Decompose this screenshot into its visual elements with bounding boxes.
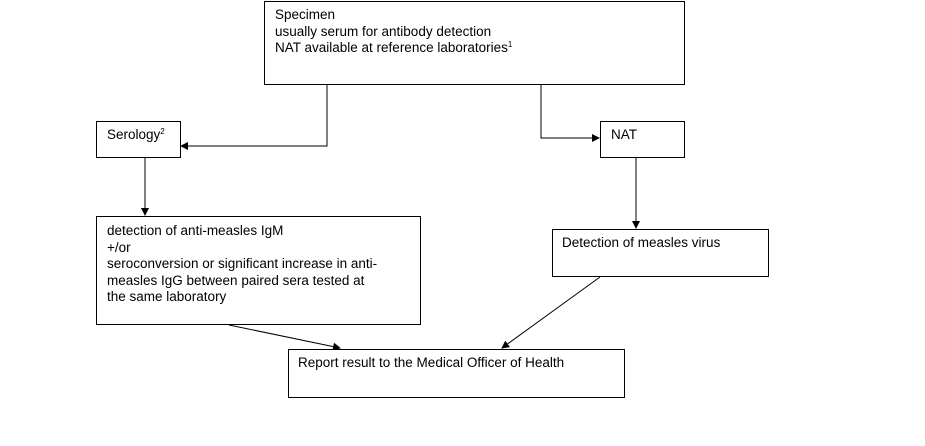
igm-line-5: the same laboratory [107,289,227,304]
arrow-igm-to-report [228,324,341,351]
specimen-line-serum: usually serum for antibody detection [275,23,492,39]
igm-detection-box: detection of anti-measles IgM +/or seroc… [96,216,421,325]
nat-box: NAT [600,121,685,158]
measles-virus-box: Detection of measles virus [552,229,769,277]
igm-line-4: measles IgG between paired sera tested a… [107,272,365,288]
report-box: Report result to the Medical Officer of … [288,349,625,398]
arrow-virus-to-report [501,276,601,349]
arrow-specimen-to-nat [540,85,600,142]
specimen-box: Specimen usually serum for antibody dete… [264,1,685,85]
serology-label-line: Serology2 [107,127,180,144]
arrow-specimen-to-serology [180,85,328,150]
igm-line-2: +/or [107,239,131,255]
specimen-line-nat: NAT available at reference laboratories1 [275,40,684,57]
serology-label: Serology [107,127,161,142]
specimen-title: Specimen [275,7,336,22]
measles-virus-label: Detection of measles virus [562,235,721,250]
igm-line-1: detection of anti-measles IgM [107,223,284,238]
serology-box: Serology2 [96,121,181,158]
report-label: Report result to the Medical Officer of … [298,355,565,370]
igm-line-3: seroconversion or significant increase i… [107,256,378,271]
specimen-line-nat-text: NAT available at reference laboratories [275,40,508,55]
nat-label: NAT [611,127,637,142]
footnote-2: 2 [160,127,165,136]
footnote-1: 1 [507,40,513,49]
